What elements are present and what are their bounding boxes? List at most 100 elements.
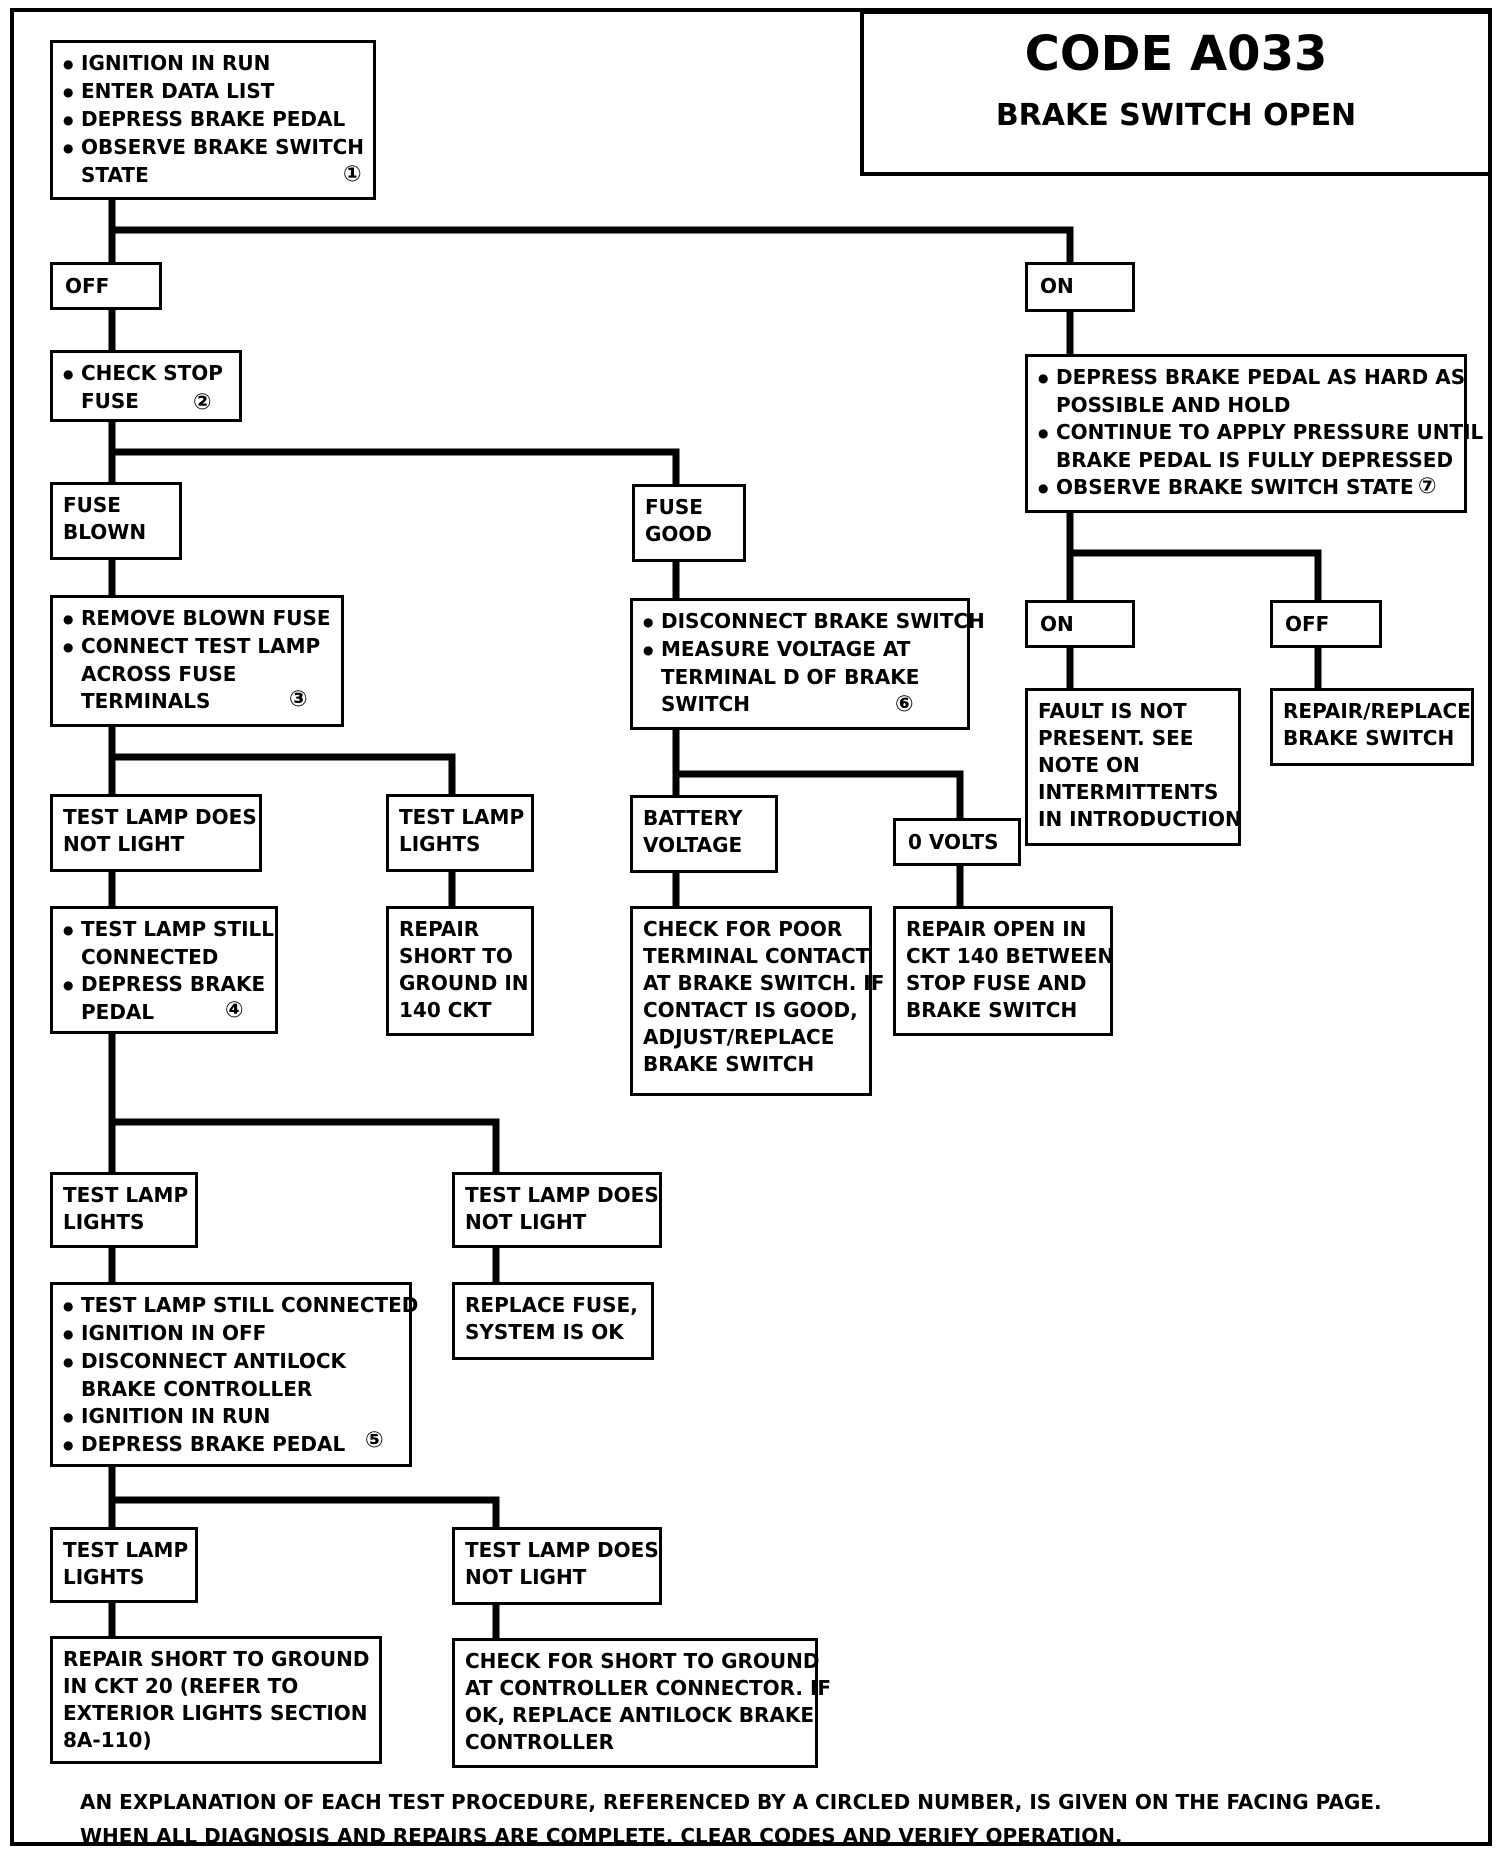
fuse-blown-box: FUSE BLOWN (50, 482, 182, 560)
repair-short-140-box: REPAIR SHORT TO GROUND IN 140 CKT (386, 906, 534, 1036)
footer-note-clear-codes: WHEN ALL DIAGNOSIS AND REPAIRS ARE COMPL… (80, 1824, 1123, 1848)
step6-line: SWITCH (661, 692, 750, 716)
repair-open-line: BRAKE SWITCH (906, 998, 1078, 1022)
tl-not-light-2-box: TEST LAMP DOES NOT LIGHT (452, 1172, 662, 1248)
fuse-good-box: FUSE GOOD (632, 484, 746, 562)
step1-line: OBSERVE BRAKE SWITCH (63, 134, 364, 162)
repair-short-140-line: GROUND IN (399, 971, 529, 995)
repair-open-140-box: REPAIR OPEN IN CKT 140 BETWEEN STOP FUSE… (893, 906, 1114, 1036)
tl-lights-2-line: LIGHTS (63, 1210, 145, 1234)
repair-open-line: REPAIR OPEN IN (906, 917, 1087, 941)
step2-box: CHECK STOP FUSE ② (50, 350, 242, 422)
check-controller-line: AT CONTROLLER CONNECTOR. IF (465, 1676, 832, 1700)
tl-not-light-2-line: TEST LAMP DOES (465, 1183, 659, 1207)
step1-ref: ① (343, 162, 362, 187)
fault-line: FAULT IS NOT (1038, 699, 1187, 723)
step6-box: DISCONNECT BRAKE SWITCH MEASURE VOLTAGE … (630, 598, 985, 730)
repair-short-140-line: SHORT TO (399, 944, 513, 968)
check-short-controller-box: CHECK FOR SHORT TO GROUND AT CONTROLLER … (452, 1638, 832, 1768)
step3-line: REMOVE BLOWN FUSE (63, 605, 331, 633)
repair-open-line: STOP FUSE AND (906, 971, 1087, 995)
step4-line: PEDAL (81, 1000, 155, 1024)
connector-step6-branches (672, 726, 964, 822)
tl-not-light-3-line: NOT LIGHT (465, 1565, 587, 1589)
step3-line: TERMINALS (81, 689, 211, 713)
code-title: CODE A033 (1024, 26, 1328, 82)
check-controller-line: OK, REPLACE ANTILOCK BRAKE (465, 1703, 815, 1727)
tl-lights-3-line: LIGHTS (63, 1565, 145, 1589)
connector-step2-branches (108, 418, 680, 486)
repair-short-140-line: REPAIR (399, 917, 480, 941)
step5-line: IGNITION IN OFF (63, 1320, 399, 1348)
repair-switch-line: REPAIR/REPLACE (1283, 699, 1471, 723)
fuse-blown-line: FUSE (63, 493, 121, 517)
step5-line: TEST LAMP STILL CONNECTED (63, 1292, 418, 1320)
connector-step7-branches (1066, 509, 1322, 604)
step5-line: DISCONNECT ANTILOCK (63, 1348, 399, 1376)
repair-short-ckt20-box: REPAIR SHORT TO GROUND IN CKT 20 (REFER … (50, 1636, 382, 1764)
tl-lights-1-box: TEST LAMP LIGHTS (386, 794, 534, 872)
step2-line: CHECK STOP (63, 360, 229, 388)
connector-step1-branches (108, 196, 1074, 266)
step5-line: BRAKE CONTROLLER (81, 1377, 313, 1401)
step7-line: BRAKE PEDAL IS FULLY DEPRESSED (1056, 448, 1454, 472)
fault-line: PRESENT. SEE (1038, 726, 1194, 750)
step7-box: DEPRESS BRAKE PEDAL AS HARD AS POSSIBLE … (1025, 354, 1483, 513)
tl-not-light-1-line: TEST LAMP DOES (63, 805, 257, 829)
repair-short-140-line: 140 CKT (399, 998, 492, 1022)
tl-lights-2-line: TEST LAMP (63, 1183, 189, 1207)
step2-ref: ② (193, 390, 212, 415)
step6-line: TERMINAL D OF BRAKE (661, 665, 920, 689)
fuse-good-line: FUSE (645, 495, 703, 519)
connector-step3-branches (108, 723, 456, 798)
tl-lights-1-line: TEST LAMP (399, 805, 525, 829)
step3-line: CONNECT TEST LAMP (63, 633, 331, 661)
tl-not-light-3-line: TEST LAMP DOES (465, 1538, 659, 1562)
battery-voltage-box: BATTERY VOLTAGE (630, 795, 778, 873)
replace-fuse-line: REPLACE FUSE, (465, 1293, 638, 1317)
off2-label: OFF (1270, 600, 1382, 648)
step1-line: STATE (81, 163, 149, 187)
step4-line: DEPRESS BRAKE (63, 971, 265, 999)
step7-line: CONTINUE TO APPLY PRESSURE UNTIL (1038, 419, 1483, 447)
zero-volts-label: 0 VOLTS (893, 818, 1021, 866)
step6-line: DISCONNECT BRAKE SWITCH (643, 608, 985, 636)
tl-not-light-3-box: TEST LAMP DOES NOT LIGHT (452, 1527, 662, 1605)
connector-step4-branches (108, 1030, 500, 1176)
tl-lights-3-line: TEST LAMP (63, 1538, 189, 1562)
fault-not-present-box: FAULT IS NOT PRESENT. SEE NOTE ON INTERM… (1025, 688, 1242, 846)
step6-line: MEASURE VOLTAGE AT (643, 636, 957, 664)
step1-line: DEPRESS BRAKE PEDAL (63, 106, 363, 134)
on-label: ON (1025, 262, 1135, 312)
fuse-good-line: GOOD (645, 522, 713, 546)
check-contact-line: TERMINAL CONTACT (643, 944, 870, 968)
step5-line: IGNITION IN RUN (63, 1403, 399, 1431)
step1-line: ENTER DATA LIST (63, 78, 363, 106)
footer-note-explanation: AN EXPLANATION OF EACH TEST PROCEDURE, R… (80, 1790, 1382, 1814)
step4-ref: ④ (225, 998, 244, 1023)
step4-line: CONNECTED (81, 945, 219, 969)
repair-replace-switch-box: REPAIR/REPLACE BRAKE SWITCH (1270, 688, 1474, 766)
step3-box: REMOVE BLOWN FUSE CONNECT TEST LAMP ACRO… (50, 595, 344, 727)
step2-line: FUSE (81, 389, 139, 413)
off-label: OFF (50, 262, 162, 310)
page-frame (10, 8, 1492, 1846)
repair-switch-line: BRAKE SWITCH (1283, 726, 1455, 750)
check-poor-contact-box: CHECK FOR POOR TERMINAL CONTACT AT BRAKE… (630, 906, 884, 1096)
tl-lights-3-box: TEST LAMP LIGHTS (50, 1527, 198, 1603)
step3-line: ACROSS FUSE (81, 662, 237, 686)
fault-line: IN INTRODUCTION (1038, 807, 1242, 831)
step4-box: TEST LAMP STILL CONNECTED DEPRESS BRAKE … (50, 906, 278, 1034)
check-contact-line: CHECK FOR POOR (643, 917, 843, 941)
fault-line: NOTE ON (1038, 753, 1140, 777)
repair-ckt20-line: EXTERIOR LIGHTS SECTION (63, 1701, 368, 1725)
step7-line: POSSIBLE AND HOLD (1056, 393, 1291, 417)
step5-line: DEPRESS BRAKE PEDAL (63, 1431, 399, 1459)
step5-box: TEST LAMP STILL CONNECTED IGNITION IN OF… (50, 1282, 418, 1467)
fault-line: INTERMITTENTS (1038, 780, 1219, 804)
step6-ref: ⑥ (895, 692, 914, 717)
repair-ckt20-line: 8A-110) (63, 1728, 152, 1752)
step7-line: DEPRESS BRAKE PEDAL AS HARD AS (1038, 364, 1465, 392)
replace-fuse-line: SYSTEM IS OK (465, 1320, 624, 1344)
